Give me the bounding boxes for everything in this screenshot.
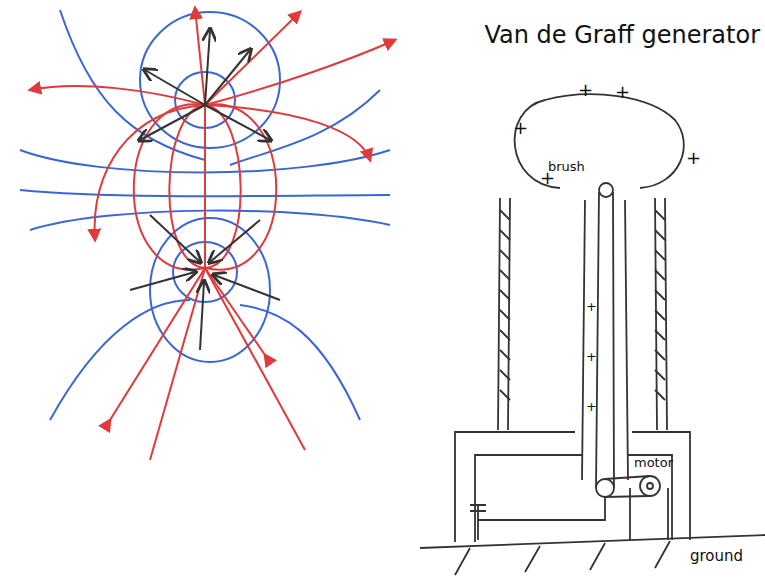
- bottom-roller: [596, 479, 614, 497]
- charge-sign: +: [615, 82, 630, 102]
- van-de-graaff-drawing: [420, 94, 765, 575]
- charge-sign: +: [586, 300, 597, 314]
- heading: Van de Graff generator: [484, 22, 760, 48]
- charge-sign: +: [586, 350, 597, 364]
- top-roller: [599, 183, 613, 197]
- charge-sign: +: [578, 80, 593, 100]
- drive-belt: [605, 476, 650, 497]
- field-arrows: [130, 30, 280, 350]
- belt: [596, 192, 614, 488]
- equipotential-lines: [20, 10, 390, 420]
- charge-sign: +: [586, 400, 597, 414]
- charge-sign: +: [686, 148, 701, 168]
- base: [455, 432, 690, 542]
- motor-wheel: [640, 476, 660, 496]
- dome: [515, 94, 684, 188]
- ground-line: [420, 535, 765, 548]
- field-lines: [30, 8, 395, 460]
- charge-sign: +: [513, 118, 528, 138]
- part-label: motor: [634, 456, 673, 470]
- capacitor: [470, 497, 605, 540]
- part-label: ground: [690, 548, 743, 565]
- column: [582, 200, 628, 480]
- part-label: brush: [548, 160, 585, 174]
